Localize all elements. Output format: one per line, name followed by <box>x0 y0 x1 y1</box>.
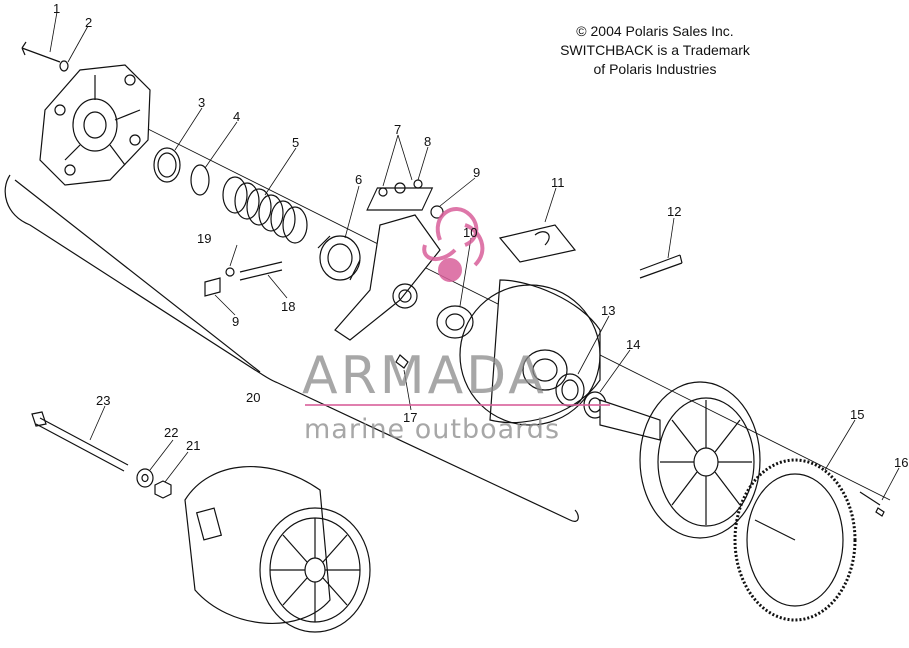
axis-line <box>69 89 891 501</box>
callout-22: 22 <box>164 425 178 440</box>
callout-15: 15 <box>850 407 864 422</box>
callout-6: 6 <box>355 172 362 187</box>
watermark-logo-icon <box>422 207 485 282</box>
watermark-tagline: marine outboards <box>304 414 560 445</box>
assembly-bracket <box>4 174 579 522</box>
callout-1: 1 <box>53 1 60 16</box>
nut-21 <box>154 480 172 499</box>
callout-23: 23 <box>96 393 110 408</box>
watermark-brand: ARMADA <box>302 346 547 406</box>
pin-17 <box>395 354 409 369</box>
callout-5: 5 <box>292 135 299 150</box>
watermark: ARMADA marine outboards <box>302 207 610 445</box>
callout-17: 17 <box>403 410 417 425</box>
callout-11: 11 <box>551 175 565 190</box>
callout-14: 14 <box>626 337 640 352</box>
copyright-line: © 2004 Polaris Sales Inc. <box>576 23 734 39</box>
weight-arm <box>334 214 441 341</box>
bushing-3 <box>153 147 181 183</box>
callout-12: 12 <box>667 204 681 219</box>
callout-9: 9 <box>473 165 480 180</box>
washer-10 <box>436 305 474 339</box>
moveable-sheave <box>459 279 601 426</box>
snap-ring-4 <box>190 164 210 196</box>
spring-5 <box>222 176 308 244</box>
callout-9-lower: 9 <box>232 314 239 329</box>
pin-12 <box>639 254 683 279</box>
bolt-1 <box>21 41 61 63</box>
callout-10: 10 <box>463 225 477 240</box>
callout-3: 3 <box>198 95 205 110</box>
owner-line: of Polaris Industries <box>593 61 717 77</box>
callout-18: 18 <box>281 299 295 314</box>
washer-22 <box>136 468 154 488</box>
callout-13: 13 <box>601 303 615 318</box>
washer-19 <box>225 267 235 277</box>
screw-16 <box>859 491 885 517</box>
fixed-sheave <box>599 381 761 539</box>
callout-4: 4 <box>233 109 240 124</box>
callout-21: 21 <box>186 438 200 453</box>
spider-6 <box>317 235 361 281</box>
callout-labels: 1 2 3 4 5 6 7 8 9 10 11 12 13 14 15 16 1… <box>53 1 908 470</box>
clutch-assembly <box>184 466 371 633</box>
callout-8: 8 <box>424 134 431 149</box>
pin-18 <box>239 261 283 281</box>
bolt-9-left <box>204 277 221 297</box>
nut-9 <box>430 205 444 219</box>
cover-plate <box>39 64 151 186</box>
ring-gear-15 <box>733 458 857 622</box>
bolt-23 <box>35 417 129 472</box>
callout-20: 20 <box>246 390 260 405</box>
roller-kit-7 <box>366 187 434 211</box>
copyright-notice: © 2004 Polaris Sales Inc. SWITCHBACK is … <box>520 22 790 79</box>
callout-7: 7 <box>394 122 401 137</box>
callout-19: 19 <box>197 231 211 246</box>
clip-11 <box>498 224 577 263</box>
trademark-line: SWITCHBACK is a Trademark <box>560 42 750 58</box>
callout-2: 2 <box>85 15 92 30</box>
callout-16: 16 <box>894 455 908 470</box>
